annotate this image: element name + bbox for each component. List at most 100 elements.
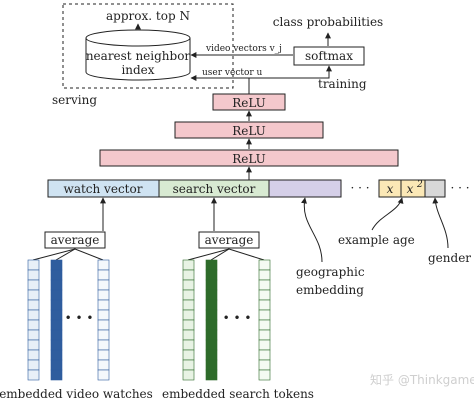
search-column-ellipsis: • • • (223, 311, 252, 325)
search-columns-cell (258, 359, 271, 371)
watch-column-ellipsis: • • • (65, 311, 94, 325)
search-columns-cell (205, 339, 218, 351)
watch-columns-cell (97, 299, 110, 311)
average-search-box (198, 231, 260, 249)
watch-columns-cell (97, 279, 110, 291)
watch-columns-cell (27, 279, 40, 291)
softmax-label: softmax (305, 49, 353, 63)
watch-columns-cell (97, 339, 110, 351)
gender-box (424, 179, 446, 198)
watch-columns-cell (27, 359, 40, 371)
nn-index-line2: index (121, 63, 154, 77)
watch-columns-cell (50, 349, 63, 361)
relu-layer-top-label: ReLU (232, 96, 266, 110)
search-columns-cell (258, 309, 271, 321)
watch-columns-cell (50, 259, 63, 271)
approx-top-n-label: approx. top N (106, 9, 190, 23)
watch-columns-cell (27, 309, 40, 321)
watch-columns-cell (27, 319, 40, 331)
search-columns-cell (205, 319, 218, 331)
relu-layer-bottom (99, 149, 399, 167)
watch-columns-cell (27, 369, 40, 381)
search-columns-cell (182, 289, 195, 301)
geographic-embedding-pointer (301, 197, 323, 263)
search-columns-cell (258, 279, 271, 291)
watch-columns-cell (50, 319, 63, 331)
search-columns-cell (182, 329, 195, 341)
watch-columns-cell (97, 309, 110, 321)
watch-columns-cell (27, 339, 40, 351)
watch-columns-cell (50, 359, 63, 371)
example-age-x-label: x (387, 182, 394, 196)
watch-columns-cell (97, 369, 110, 381)
watch-columns-cell (27, 289, 40, 301)
search-columns-cell (205, 309, 218, 321)
search-columns-cell (258, 369, 271, 381)
embedded-video-watches-label: embedded video watches (0, 387, 153, 401)
search-columns-cell (182, 359, 195, 371)
search-columns-cell (258, 259, 271, 271)
watch-columns-cell (50, 279, 63, 291)
example-age-x-squared-label: x (407, 182, 414, 196)
search-columns-cell (182, 299, 195, 311)
average-watch-label: average (51, 233, 100, 247)
watch-columns-cell (27, 329, 40, 341)
search-columns-cell (205, 349, 218, 361)
embedded-search-token-columns (182, 259, 271, 381)
example-age-label: example age (338, 233, 415, 247)
search-columns-cell (205, 269, 218, 281)
search-columns-cell (182, 279, 195, 291)
nn-index-line1: nearest neighbor (86, 49, 191, 63)
search-columns-cell (205, 259, 218, 271)
search-columns-cell (182, 269, 195, 281)
watch-columns-cell (50, 329, 63, 341)
watch-column-connectors (32, 248, 104, 261)
gender-pointer (432, 197, 449, 249)
training-label: training (318, 77, 367, 91)
watch-columns-cell (97, 349, 110, 361)
softmax-box (293, 46, 365, 66)
watch-vector-label: watch vector (64, 182, 143, 196)
search-columns-cell (182, 319, 195, 331)
search-columns-cell (258, 329, 271, 341)
search-columns-cell (258, 319, 271, 331)
search-column-connectors (187, 248, 265, 261)
geographic-embedding-line2: embedding (296, 283, 364, 297)
average-search-label: average (205, 233, 254, 247)
search-columns-cell (205, 299, 218, 311)
embedded-video-watch-columns (27, 259, 110, 381)
geographic-embedding-line1: geographic (296, 265, 365, 279)
watch-columns-cell (97, 289, 110, 301)
search-columns-cell (182, 339, 195, 351)
average-watch-box (44, 231, 106, 249)
watch-columns-cell (97, 269, 110, 281)
embedding-row-ellipsis: · · · (350, 181, 369, 195)
watch-columns-cell (27, 299, 40, 311)
watch-columns-cell (97, 319, 110, 331)
example-age-pointer (371, 197, 404, 231)
geographic-embedding-box (268, 179, 342, 198)
watch-columns-cell (50, 299, 63, 311)
search-columns-cell (182, 259, 195, 271)
watch-columns-cell (27, 349, 40, 361)
search-columns-cell (182, 309, 195, 321)
video-vectors-label: video vectors v_j (205, 44, 282, 54)
serving-label: serving (52, 93, 97, 107)
search-vector-label: search vector (173, 182, 256, 196)
watch-columns-cell (27, 269, 40, 281)
watch-columns-cell (97, 329, 110, 341)
search-columns-cell (258, 269, 271, 281)
search-columns-cell (258, 299, 271, 311)
search-columns-cell (205, 279, 218, 291)
watch-columns-cell (50, 269, 63, 281)
serving-dashed-box (62, 3, 234, 89)
search-columns-cell (182, 349, 195, 361)
search-columns-cell (205, 329, 218, 341)
embedding-row-ellipsis-right: · · · (450, 181, 469, 195)
embedded-search-tokens-label: embedded search tokens (162, 387, 314, 401)
relu-layer-middle-label: ReLU (232, 124, 266, 138)
relu-layer-bottom-label: ReLU (232, 152, 266, 166)
class-probabilities-label: class probabilities (273, 15, 383, 29)
zhihu-watermark: 知乎 @Thinkgamer (370, 373, 474, 387)
